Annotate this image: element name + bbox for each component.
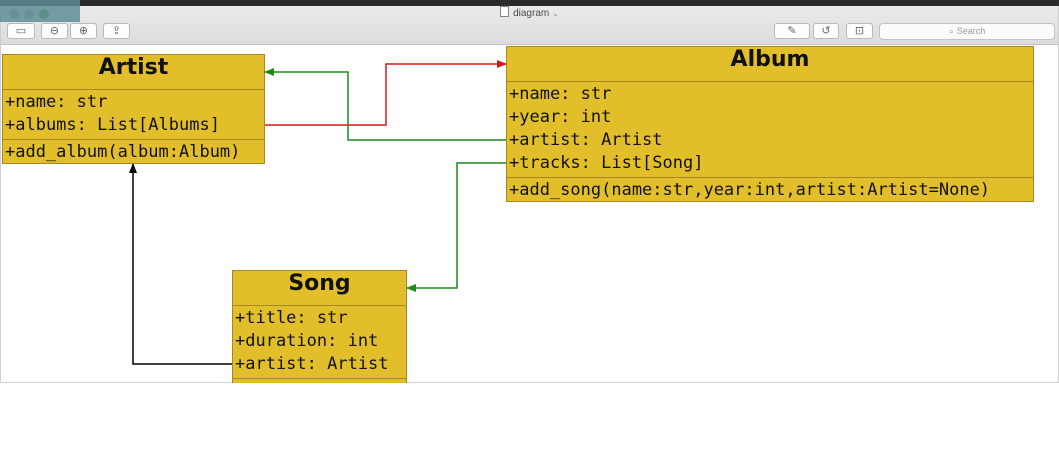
song-clip: Song +title: str +duration: int +artist:… xyxy=(232,270,407,383)
class-song[interactable]: Song +title: str +duration: int +artist:… xyxy=(232,270,407,383)
class-album-attributes: +name: str +year: int +artist: Artist +t… xyxy=(507,82,1033,178)
class-song-name: Song xyxy=(233,271,406,306)
class-artist-attributes: +name: str +albums: List[Albums] xyxy=(3,90,264,140)
sidebar-icon: ▭ xyxy=(15,24,27,37)
document-icon xyxy=(500,6,510,17)
attribute-row: +name: str xyxy=(509,84,612,104)
search-icon: ⌕ xyxy=(948,26,954,36)
zoom-in-icon: ⊕ xyxy=(78,24,89,37)
zoom-out-button[interactable]: ⊖ xyxy=(41,23,68,39)
attribute-row: +name: str xyxy=(5,92,108,112)
zoom-in-button[interactable]: ⊕ xyxy=(70,23,97,39)
class-album-methods: +add_song(name:str,year:int,artist:Artis… xyxy=(507,178,1033,204)
share-button[interactable]: ⇪ xyxy=(103,23,130,39)
title-bar: diagram⌄ ▭ ⊖ ⊕ ⇪ ✎ ↺ ⊡ ⌕Search xyxy=(1,3,1058,45)
overlay-tag xyxy=(0,0,80,22)
attribute-row: +title: str xyxy=(235,308,348,328)
attribute-row: +albums: List[Albums] xyxy=(5,115,220,135)
share-icon: ⇪ xyxy=(111,24,122,37)
class-artist-name: Artist xyxy=(3,55,264,90)
class-album[interactable]: Album +name: str +year: int +artist: Art… xyxy=(506,46,1034,202)
sidebar-toggle-button[interactable]: ▭ xyxy=(7,23,35,39)
class-artist-methods: +add_album(album:Album) xyxy=(3,140,264,166)
class-song-methods xyxy=(233,379,406,383)
markup-button[interactable]: ✎ xyxy=(774,23,810,39)
attribute-row: +tracks: List[Song] xyxy=(509,153,704,173)
attribute-row: +duration: int xyxy=(235,331,379,351)
toolbox-icon: ⊡ xyxy=(854,24,865,37)
attribute-row: +year: int xyxy=(509,107,612,127)
zoom-out-icon: ⊖ xyxy=(49,24,60,37)
search-field[interactable]: ⌕Search xyxy=(879,23,1055,40)
method-row: +add_song(name:str,year:int,artist:Artis… xyxy=(509,180,991,200)
method-row: +add_album(album:Album) xyxy=(5,142,241,162)
chevron-down-icon: ⌄ xyxy=(552,9,559,18)
rotate-button[interactable]: ↺ xyxy=(813,23,839,39)
empty-area xyxy=(0,384,1059,460)
class-song-attributes: +title: str +duration: int +artist: Arti… xyxy=(233,306,406,379)
window-title[interactable]: diagram⌄ xyxy=(1,6,1058,19)
class-album-name: Album xyxy=(507,47,1033,82)
pen-icon: ✎ xyxy=(787,24,797,37)
rotate-icon: ↺ xyxy=(821,24,831,37)
attribute-row: +artist: Artist xyxy=(509,130,663,150)
toolbox-button[interactable]: ⊡ xyxy=(846,23,873,39)
class-artist[interactable]: Artist +name: str +albums: List[Albums] … xyxy=(2,54,265,164)
attribute-row: +artist: Artist xyxy=(235,354,389,374)
screen-top-strip xyxy=(0,0,1059,6)
